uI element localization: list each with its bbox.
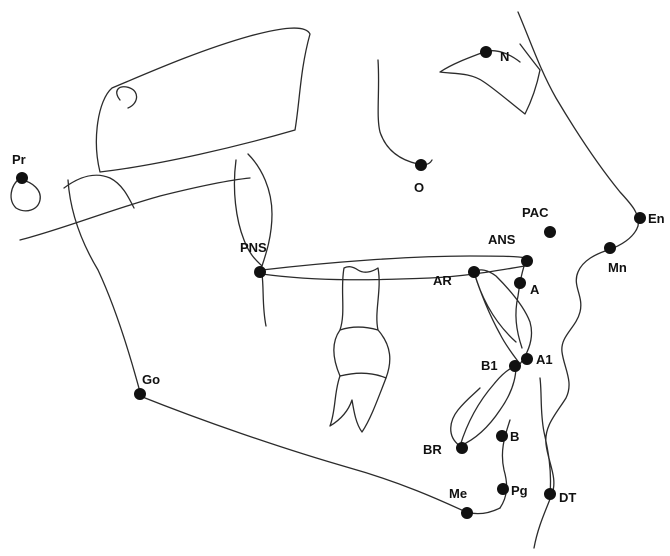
landmark-Pr: Pr [12,152,28,184]
landmark-PNS-point [254,266,266,278]
landmark-ANS-point [521,255,533,267]
landmark-A-label: A [530,282,540,297]
landmark-DT-point [544,488,556,500]
landmark-O: O [414,159,427,195]
landmark-Pg-label: Pg [511,483,528,498]
landmark-Go-point [134,388,146,400]
orbit-outline [378,60,432,165]
molar-middle [334,330,390,378]
landmark-B1-point [509,360,521,372]
ramus-inner [64,175,134,208]
landmark-B: B [496,429,519,444]
landmark-En-point [634,212,646,224]
landmark-BR-label: BR [423,442,442,457]
sella-region [117,87,137,108]
landmark-N-point [480,46,492,58]
landmark-A1-point [521,353,533,365]
molar-lower [330,376,386,432]
landmark-Pg: Pg [497,483,528,498]
landmark-AR: AR [433,266,480,288]
landmark-B-point [496,430,508,442]
mandible-inferior-border [140,396,500,514]
landmark-Me-label: Me [449,486,467,501]
landmark-Mn-point [604,242,616,254]
landmark-ANS-label: ANS [488,232,516,247]
landmark-BR-point [456,442,468,454]
molar-upper [340,267,379,330]
landmark-Pr-point [16,172,28,184]
landmark-AR-point [468,266,480,278]
landmark-BR: BR [423,442,468,457]
landmark-PAC-label: PAC [522,205,549,220]
landmark-Me: Me [449,486,473,519]
cranial-base-outline [96,28,310,172]
landmark-O-label: O [414,180,424,195]
landmark-AR-label: AR [433,273,452,288]
landmark-Go-label: Go [142,372,160,387]
anatomical-outline [11,12,638,548]
landmark-ANS: ANS [488,232,533,267]
landmark-En-label: En [648,211,665,226]
landmark-N-label: N [500,49,509,64]
landmark-B-label: B [510,429,519,444]
soft-tissue-profile [518,12,638,548]
chin-outline [540,378,551,494]
landmark-A-point [514,277,526,289]
ear-outline [11,178,40,211]
upper-incisor-root [474,272,516,342]
pns-line [262,274,266,326]
landmark-Pg-point [497,483,509,495]
landmark-PNS-label: PNS [240,240,267,255]
landmark-O-point [415,159,427,171]
landmark-PNS: PNS [240,240,267,278]
maxilla-outline [516,258,527,348]
landmark-B1-label: B1 [481,358,498,373]
landmark-PAC: PAC [522,205,556,238]
landmark-PAC-point [544,226,556,238]
landmark-A1: A1 [521,352,553,367]
mandible-ramus [68,180,140,392]
landmark-A1-label: A1 [536,352,553,367]
landmark-B1: B1 [481,358,521,373]
palatal-plane [262,256,527,270]
nasal-bone [440,51,540,114]
landmark-Me-point [461,507,473,519]
landmark-N: N [480,46,509,64]
palate-outline [262,266,525,280]
landmark-Mn-label: Mn [608,260,627,275]
zygomatic-line [20,178,250,240]
landmark-DT-label: DT [559,490,576,505]
landmark-Mn: Mn [604,242,627,275]
landmark-En: En [634,211,665,226]
landmark-Pr-label: Pr [12,152,26,167]
